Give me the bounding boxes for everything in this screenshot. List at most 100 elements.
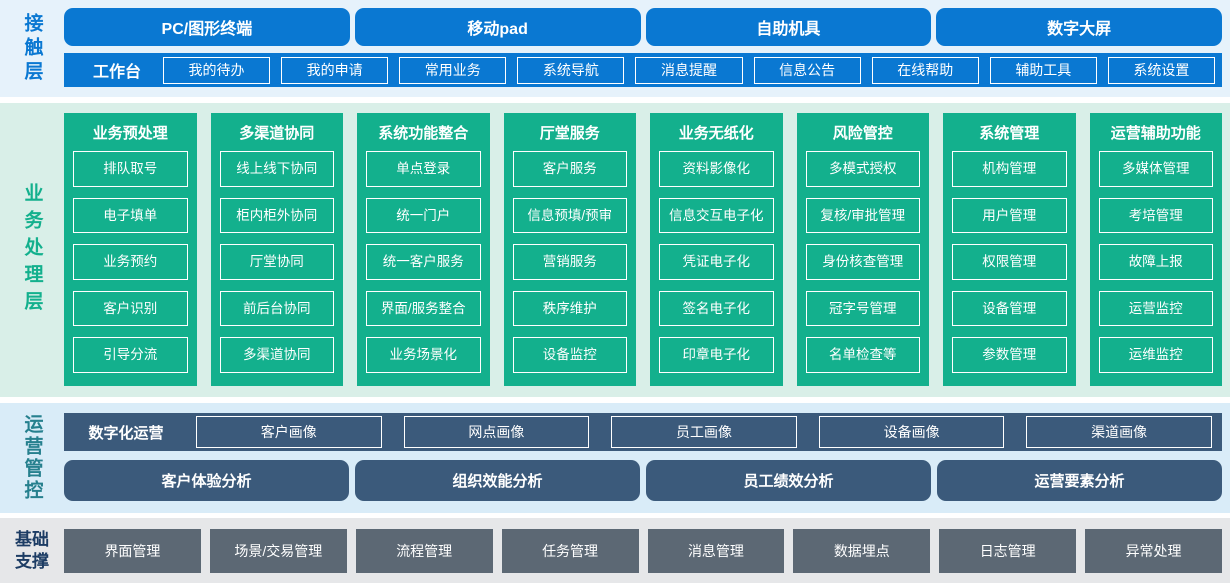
business-item: 排队取号 xyxy=(73,151,188,187)
contact-layer-label: 接触层 xyxy=(21,12,43,85)
business-column-items: 客户服务信息预填/预审营销服务秩序维护设备监控 xyxy=(512,151,627,373)
workbench-item: 辅助工具 xyxy=(989,56,1097,84)
business-processing-layer: 业务处理层 业务预处理 排队取号电子填单业务预约客户识别引导分流 多渠道协同 线… xyxy=(0,103,1230,397)
foundation-box: 数据埋点 xyxy=(793,528,931,573)
foundation-layer-label-zone: 基础支撑 xyxy=(0,518,64,583)
business-item: 引导分流 xyxy=(73,337,188,373)
business-item: 冠字号管理 xyxy=(805,290,920,327)
business-column-title: 业务预处理 xyxy=(92,125,168,142)
business-layer-label-zone: 业务处理层 xyxy=(0,103,64,397)
business-column-title: 风险管控 xyxy=(832,125,893,142)
business-column-items: 多模式授权复核/审批管理身份核查管理冠字号管理名单检查等 xyxy=(805,151,920,373)
business-item: 权限管理 xyxy=(952,244,1067,280)
business-item: 印章电子化 xyxy=(659,337,774,373)
workbench-item: 系统设置 xyxy=(1107,56,1215,84)
business-column-title: 厅堂服务 xyxy=(539,125,600,142)
digital-operations-label: 数字化运营 xyxy=(88,424,164,442)
digital-operations-bar: 数字化运营 客户画像网点画像员工画像设备画像渠道画像 xyxy=(64,413,1222,451)
workbench-bar: 工作台 我的待办我的申请常用业务系统导航消息提醒信息公告在线帮助辅助工具系统设置 xyxy=(64,53,1222,87)
business-column-title: 多渠道协同 xyxy=(239,125,315,142)
workbench-item: 我的申请 xyxy=(281,56,389,84)
analysis-box: 运营要素分析 xyxy=(937,460,1222,501)
business-item: 秩序维护 xyxy=(512,290,627,327)
operations-control-layer: 运营管控 数字化运营 客户画像网点画像员工画像设备画像渠道画像 客户体验分析组织… xyxy=(0,403,1230,513)
workbench-item: 常用业务 xyxy=(399,56,507,84)
foundation-support-layer: 基础支撑 界面管理场景/交易管理流程管理任务管理消息管理数据埋点日志管理异常处理 xyxy=(0,518,1230,583)
business-layer-label: 业务处理层 xyxy=(21,182,43,318)
workbench-item: 在线帮助 xyxy=(871,56,979,84)
business-item: 单点登录 xyxy=(366,151,481,187)
business-column-title: 业务无纸化 xyxy=(678,125,754,142)
foundation-box: 异常处理 xyxy=(1085,528,1222,573)
operations-layer-label-zone: 运营管控 xyxy=(0,403,64,513)
business-item: 故障上报 xyxy=(1098,244,1213,280)
business-item: 用户管理 xyxy=(952,197,1067,234)
business-item: 签名电子化 xyxy=(659,290,774,327)
business-column-items: 资料影像化信息交互电子化凭证电子化签名电子化印章电子化 xyxy=(659,151,774,373)
profile-item: 客户画像 xyxy=(196,416,382,448)
business-item: 业务预约 xyxy=(73,244,188,280)
foundation-layer-label: 基础支撑 xyxy=(15,530,49,571)
business-column-items: 多媒体管理考培管理故障上报运营监控运维监控 xyxy=(1098,151,1213,373)
workbench-item: 我的待办 xyxy=(163,56,271,84)
business-column-items: 线上线下协同柜内柜外协同厅堂协同前后台协同多渠道协同 xyxy=(219,151,334,373)
business-column: 厅堂服务 客户服务信息预填/预审营销服务秩序维护设备监控 xyxy=(503,113,636,386)
business-item: 信息预填/预审 xyxy=(512,197,627,234)
business-item: 界面/服务整合 xyxy=(366,290,481,327)
analysis-box: 员工绩效分析 xyxy=(646,460,931,501)
business-item: 统一门户 xyxy=(366,197,481,234)
business-column-title: 系统管理 xyxy=(979,125,1040,142)
business-column-title: 运营辅助功能 xyxy=(1110,125,1201,142)
business-layer-content: 业务预处理 排队取号电子填单业务预约客户识别引导分流 多渠道协同 线上线下协同柜… xyxy=(64,103,1222,397)
business-item: 线上线下协同 xyxy=(219,151,334,187)
business-item: 复核/审批管理 xyxy=(805,197,920,234)
business-item: 信息交互电子化 xyxy=(659,197,774,234)
profile-item: 渠道画像 xyxy=(1026,416,1212,448)
analysis-row: 客户体验分析组织效能分析员工绩效分析运营要素分析 xyxy=(64,460,1222,501)
business-item: 客户识别 xyxy=(73,290,188,327)
profile-item: 设备画像 xyxy=(818,416,1005,448)
terminal-box: 数字大屏 xyxy=(936,8,1222,46)
operations-layer-content: 数字化运营 客户画像网点画像员工画像设备画像渠道画像 客户体验分析组织效能分析员… xyxy=(64,403,1222,513)
foundation-box: 流程管理 xyxy=(355,528,493,573)
business-item: 多模式授权 xyxy=(805,151,920,187)
profile-item: 员工画像 xyxy=(611,416,797,448)
business-item: 设备监控 xyxy=(512,337,627,373)
business-column: 多渠道协同 线上线下协同柜内柜外协同厅堂协同前后台协同多渠道协同 xyxy=(210,113,343,386)
workbench-item: 信息公告 xyxy=(753,56,861,84)
foundation-box: 任务管理 xyxy=(501,528,639,573)
contact-layer-label-zone: 接触层 xyxy=(0,0,64,97)
business-column: 业务无纸化 资料影像化信息交互电子化凭证电子化签名电子化印章电子化 xyxy=(650,113,783,386)
business-item: 电子填单 xyxy=(73,197,188,234)
business-column-items: 单点登录统一门户统一客户服务界面/服务整合业务场景化 xyxy=(366,151,481,373)
analysis-box: 客户体验分析 xyxy=(64,460,349,501)
business-item: 资料影像化 xyxy=(659,151,774,187)
business-column-items: 机构管理用户管理权限管理设备管理参数管理 xyxy=(952,151,1067,373)
business-item: 设备管理 xyxy=(952,290,1067,327)
business-item: 统一客户服务 xyxy=(366,244,481,280)
business-column-items: 排队取号电子填单业务预约客户识别引导分流 xyxy=(73,151,188,373)
workbench-label: 工作台 xyxy=(92,64,141,81)
business-item: 名单检查等 xyxy=(805,337,920,373)
operations-layer-label: 运营管控 xyxy=(21,414,43,502)
analysis-box: 组织效能分析 xyxy=(355,460,640,501)
foundation-box: 界面管理 xyxy=(64,528,201,573)
business-item: 业务场景化 xyxy=(366,337,481,373)
business-item: 凭证电子化 xyxy=(659,244,774,280)
business-column: 运营辅助功能 多媒体管理考培管理故障上报运营监控运维监控 xyxy=(1089,113,1222,386)
workbench-item: 消息提醒 xyxy=(635,56,743,84)
terminal-box: PC/图形终端 xyxy=(64,8,350,46)
workbench-items: 我的待办我的申请常用业务系统导航消息提醒信息公告在线帮助辅助工具系统设置 xyxy=(163,56,1215,84)
foundation-items: 界面管理场景/交易管理流程管理任务管理消息管理数据埋点日志管理异常处理 xyxy=(64,518,1222,583)
business-item: 客户服务 xyxy=(512,151,627,187)
business-item: 参数管理 xyxy=(952,337,1067,373)
profile-item: 网点画像 xyxy=(403,416,590,448)
business-item: 考培管理 xyxy=(1098,197,1213,234)
business-item: 机构管理 xyxy=(952,151,1067,187)
business-item: 身份核查管理 xyxy=(805,244,920,280)
business-columns: 业务预处理 排队取号电子填单业务预约客户识别引导分流 多渠道协同 线上线下协同柜… xyxy=(64,113,1222,386)
business-item: 多渠道协同 xyxy=(219,337,334,373)
